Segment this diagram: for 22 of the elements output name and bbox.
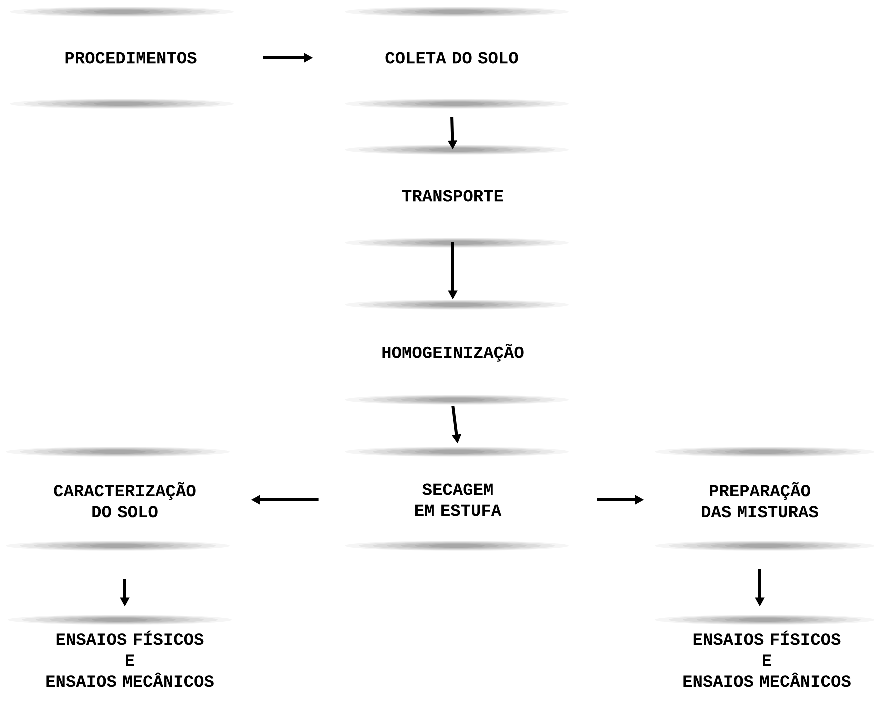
node-label: HOMOGEINIZAÇÃO [382, 344, 524, 362]
node-label: COLETA DO SOLO [386, 52, 518, 64]
node-label: CARACTERIZAÇÃO DO SOLO [54, 482, 196, 518]
process-step: TRANSPORTE [345, 145, 569, 248]
node-label: ENSAIOS MECÂNICOS [684, 672, 851, 688]
process-step: COLETA DO SOLO [345, 7, 569, 109]
node-label: PROCEDIMENTOS [66, 52, 197, 64]
node-label: ENSAIOS FÍSICOS [694, 630, 841, 646]
process-step: PROCEDIMENTOS [10, 7, 234, 109]
node-label: TRANSPORTE [402, 190, 504, 202]
node-label: E [126, 654, 134, 666]
process-step: PREPARAÇÃO DAS MISTURAS [655, 447, 874, 551]
node-label: ENSAIOS MECÂNICOS [46, 672, 214, 688]
process-step: SECAGEM EM ESTUFA [345, 447, 569, 551]
node-label: E [763, 654, 772, 666]
process-step: ENSAIOS FÍSICOS E ENSAIOS MECÂNICOS [8, 615, 232, 688]
process-step: ENSAIOS FÍSICOS E ENSAIOS MECÂNICOS [655, 615, 874, 688]
process-step: HOMOGEINIZAÇÃO [345, 300, 569, 405]
node-label: PREPARAÇÃO DAS MISTURAS [702, 482, 818, 518]
process-step: CARACTERIZAÇÃO DO SOLO [6, 447, 230, 551]
node-label: ENSAIOS FÍSICOS [56, 630, 204, 646]
node-label: SECAGEM EM ESTUFA [416, 484, 502, 516]
